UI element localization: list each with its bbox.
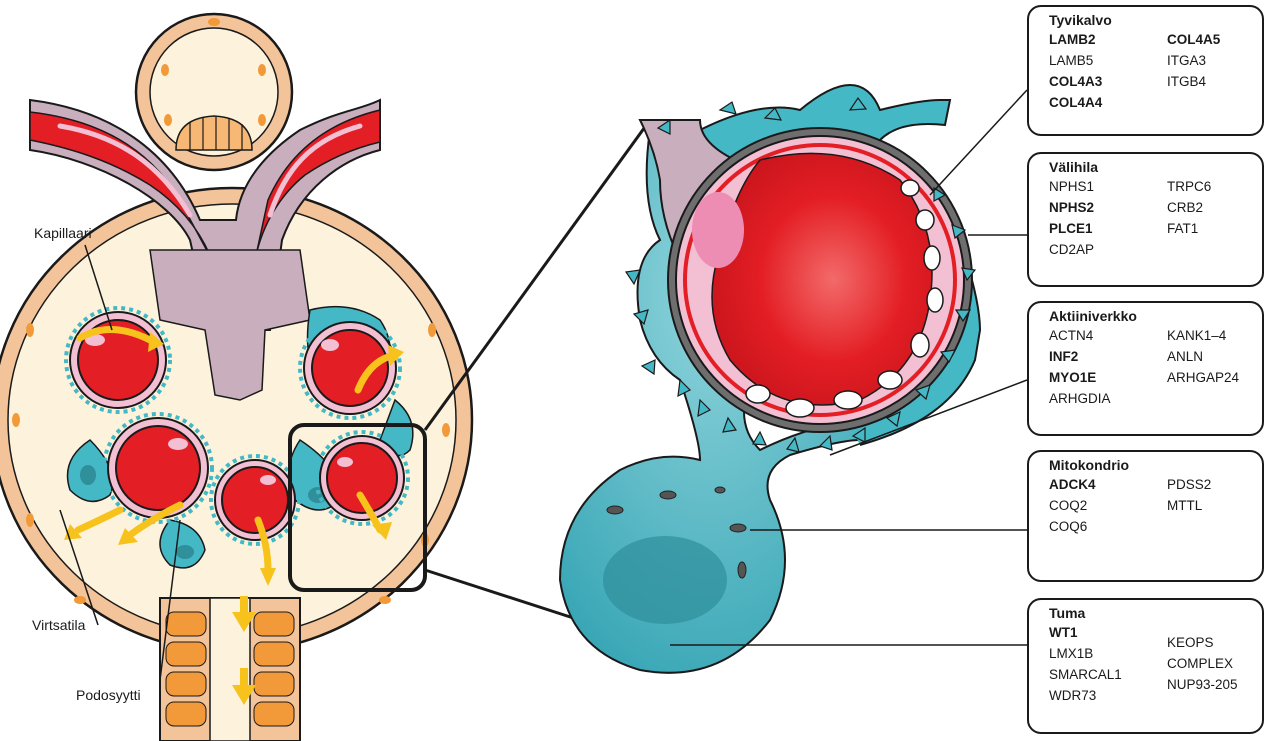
gene-label: CRB2: [1167, 197, 1252, 218]
gene-label: FAT1: [1167, 218, 1252, 239]
gene-label: INF2: [1049, 346, 1167, 367]
gene-label: LAMB5: [1049, 50, 1167, 71]
capillary-lumen: [712, 153, 932, 405]
gene-box-title: Mitokondrio: [1049, 456, 1252, 474]
gene-label: ACTN4: [1049, 325, 1167, 346]
gene-label: WT1: [1049, 622, 1167, 643]
capillary-detail: [560, 85, 980, 673]
gene-label: COL4A4: [1049, 92, 1167, 113]
gene-label: NUP93-205: [1167, 674, 1252, 695]
gene-label: COMPLEX: [1167, 653, 1252, 674]
gene-label: PDSS2: [1167, 474, 1252, 495]
label-podocyte: Podosyytti: [76, 687, 141, 703]
gene-label: COQ6: [1049, 516, 1167, 537]
gene-label: ARHGDIA: [1049, 388, 1167, 409]
gene-label: COQ2: [1049, 495, 1167, 516]
gene-label: KEOPS: [1167, 632, 1252, 653]
gene-label: COL4A5: [1167, 29, 1252, 50]
gene-label: MTTL: [1167, 495, 1252, 516]
gene-box-title: Tuma: [1049, 604, 1252, 622]
gene-box-title: Tyvikalvo: [1049, 11, 1252, 29]
gene-label: WDR73: [1049, 685, 1167, 706]
gene-label: TRPC6: [1167, 176, 1252, 197]
gene-box-title: Välihila: [1049, 158, 1252, 176]
gene-label: SMARCAL1: [1049, 664, 1167, 685]
gene-label: LMX1B: [1049, 643, 1167, 664]
gene-label: ADCK4: [1049, 474, 1167, 495]
gene-label: ARHGAP24: [1167, 367, 1252, 388]
gene-label: ITGB4: [1167, 71, 1252, 92]
gene-label: COL4A3: [1049, 71, 1167, 92]
podocyte-nucleus: [603, 536, 727, 624]
label-urinary-space: Virtsatila: [32, 617, 86, 633]
gene-label: NPHS1: [1049, 176, 1167, 197]
gene-box-title: Aktiiniverkko: [1049, 307, 1252, 325]
gene-label: MYO1E: [1049, 367, 1167, 388]
gene-label: ANLN: [1167, 346, 1252, 367]
gene-label: LAMB2: [1049, 29, 1167, 50]
gene-label: NPHS2: [1049, 197, 1167, 218]
gene-label: ITGA3: [1167, 50, 1252, 71]
gene-label: CD2AP: [1049, 239, 1167, 260]
gene-label: PLCE1: [1049, 218, 1167, 239]
label-capillary: Kapillaari: [34, 225, 92, 241]
endothelial-nucleus: [692, 192, 744, 268]
gene-label: KANK1–4: [1167, 325, 1252, 346]
